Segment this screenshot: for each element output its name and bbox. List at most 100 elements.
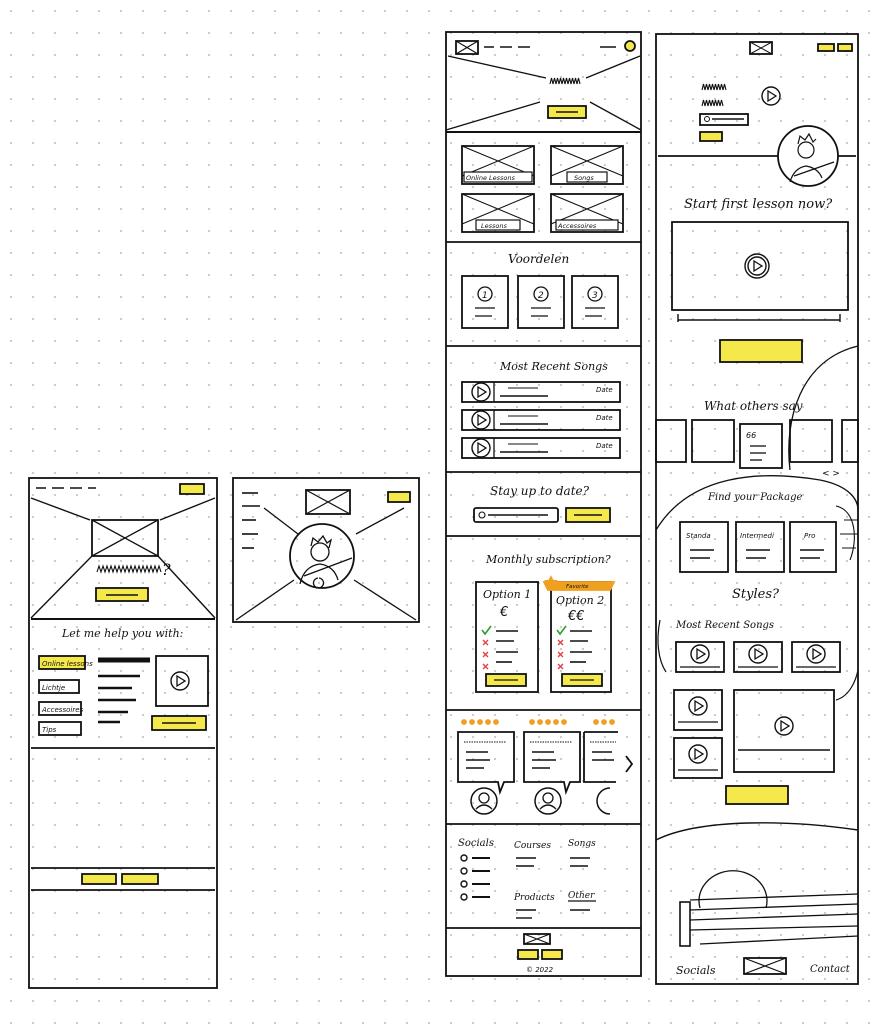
help-menu-item[interactable]: [38, 679, 80, 694]
category-card[interactable]: [550, 145, 624, 185]
menu-button[interactable]: [387, 491, 411, 503]
mobile-home-frame: ? Let me help you with: Online lessons L…: [28, 477, 218, 989]
user-avatar-icon: [534, 787, 562, 815]
hero-email-input[interactable]: [699, 113, 749, 126]
help-text-lines: [98, 657, 150, 724]
footer-button[interactable]: [121, 873, 159, 885]
logo-placeholder: [305, 489, 351, 515]
subscription-options: Option 1 € Favorite Option 2 €€: [475, 575, 616, 693]
footer-col-title: Courses: [514, 841, 551, 851]
frame-border: [28, 477, 218, 989]
footer-logo-placeholder: [523, 933, 551, 945]
footer-col-title: Products: [513, 893, 555, 903]
help-menu-item-label: Accessoires: [41, 706, 83, 714]
hero-headline-scribble: [701, 83, 727, 91]
benefit-cards: 1 2 3: [461, 275, 619, 329]
footer-button[interactable]: [81, 873, 117, 885]
play-icon[interactable]: [761, 86, 781, 106]
footer-button[interactable]: [517, 949, 539, 960]
menu-button[interactable]: [624, 40, 636, 52]
hero-headline-scribble: [96, 564, 162, 574]
category-card[interactable]: [461, 145, 535, 185]
guitar-footer-sketch: [679, 870, 859, 947]
help-menu-item[interactable]: [38, 701, 82, 716]
reviews-title: What others say: [704, 399, 803, 413]
song-row[interactable]: [461, 409, 621, 431]
help-video-placeholder[interactable]: [155, 655, 209, 707]
package-card[interactable]: [789, 521, 837, 573]
favorite-star-icon: [544, 575, 558, 589]
reviews-carousel: 66 < >: [655, 419, 859, 479]
review-card[interactable]: [789, 419, 833, 463]
tablet-hero-frame: [232, 477, 420, 623]
song-thumbnail[interactable]: [733, 641, 783, 673]
carousel-arrows[interactable]: < >: [822, 469, 840, 479]
benefit-number: 3: [592, 291, 598, 301]
review-card[interactable]: [841, 419, 859, 463]
category-label: Songs: [574, 174, 594, 182]
song-thumbnail[interactable]: [673, 737, 723, 779]
help-menu-item[interactable]: [38, 655, 86, 670]
menu-button[interactable]: [179, 483, 205, 495]
guitarist-illustration: [289, 523, 355, 589]
song-date: Date: [596, 414, 613, 422]
song-row[interactable]: [461, 437, 621, 459]
hero-question: ?: [162, 560, 171, 579]
benefit-number: 1: [482, 291, 488, 301]
voordelen-title: Voordelen: [508, 252, 569, 266]
guitarist-illustration: [777, 125, 839, 187]
recent-songs-list: Date Date Date: [461, 381, 621, 459]
category-card[interactable]: [550, 193, 624, 233]
package-name: Pro: [804, 532, 815, 540]
featured-song-video[interactable]: [733, 689, 835, 773]
help-section-title: Let me help you with:: [61, 627, 183, 640]
help-menu-item-label: Lichtje: [42, 684, 65, 692]
review-card[interactable]: [691, 419, 735, 463]
option-card[interactable]: [475, 581, 539, 693]
frame-border: [232, 477, 420, 623]
rating-stars: [461, 719, 615, 725]
benefit-card: [517, 275, 565, 329]
review-card[interactable]: [655, 419, 687, 463]
recent-songs-title: Most Recent Songs: [675, 620, 774, 631]
song-thumbnails: [673, 641, 841, 779]
footer-col-title: Other: [568, 891, 595, 901]
option-name: Option 2: [556, 594, 604, 607]
menu-button[interactable]: [837, 43, 853, 52]
benefit-number: 2: [538, 291, 544, 301]
song-row[interactable]: [461, 381, 621, 403]
category-card[interactable]: [461, 193, 535, 233]
stay-updated-title: Stay up to date?: [490, 484, 590, 498]
favorite-badge: Favorite: [566, 584, 589, 590]
lesson-video-player[interactable]: [671, 221, 849, 311]
option-price: €€: [567, 609, 585, 624]
menu-button[interactable]: [817, 43, 835, 52]
subscription-title: Monthly subscription?: [485, 553, 611, 566]
footer-contact[interactable]: Contact: [810, 964, 851, 975]
review-card[interactable]: [739, 423, 783, 469]
side-menu-lines: [242, 492, 260, 549]
benefit-card: [571, 275, 619, 329]
footer-button[interactable]: [541, 949, 563, 960]
chevron-right-icon[interactable]: [625, 755, 634, 773]
song-thumbnail[interactable]: [673, 689, 723, 731]
newsletter-email-input[interactable]: [473, 507, 559, 523]
hero-cta-button[interactable]: [699, 131, 723, 142]
user-avatar-icon: [470, 787, 498, 815]
mobile-lessons-frame: Start first lesson now? What others say …: [655, 33, 859, 985]
more-songs-button[interactable]: [725, 785, 789, 805]
testimonial-bubble: [523, 731, 581, 796]
footer-socials[interactable]: Socials: [676, 964, 716, 977]
help-menu: Online lessons Lichtje Accessoires Tips: [38, 655, 93, 736]
package-card[interactable]: [735, 521, 785, 573]
package-card[interactable]: [679, 521, 729, 573]
start-lesson-button[interactable]: [719, 339, 803, 363]
song-thumbnail[interactable]: [675, 641, 725, 673]
song-thumbnail[interactable]: [791, 641, 841, 673]
help-menu-item-label: Online lessons: [42, 660, 93, 668]
package-cards: Standa Intermedi Pro: [679, 521, 837, 573]
testimonial-bubble: [583, 731, 618, 783]
help-menu-item[interactable]: [38, 721, 82, 736]
hero-headline-scribble: [549, 77, 581, 85]
mobile-full-page-frame: Online Lessons Songs Lessons Accessoires…: [445, 31, 642, 977]
